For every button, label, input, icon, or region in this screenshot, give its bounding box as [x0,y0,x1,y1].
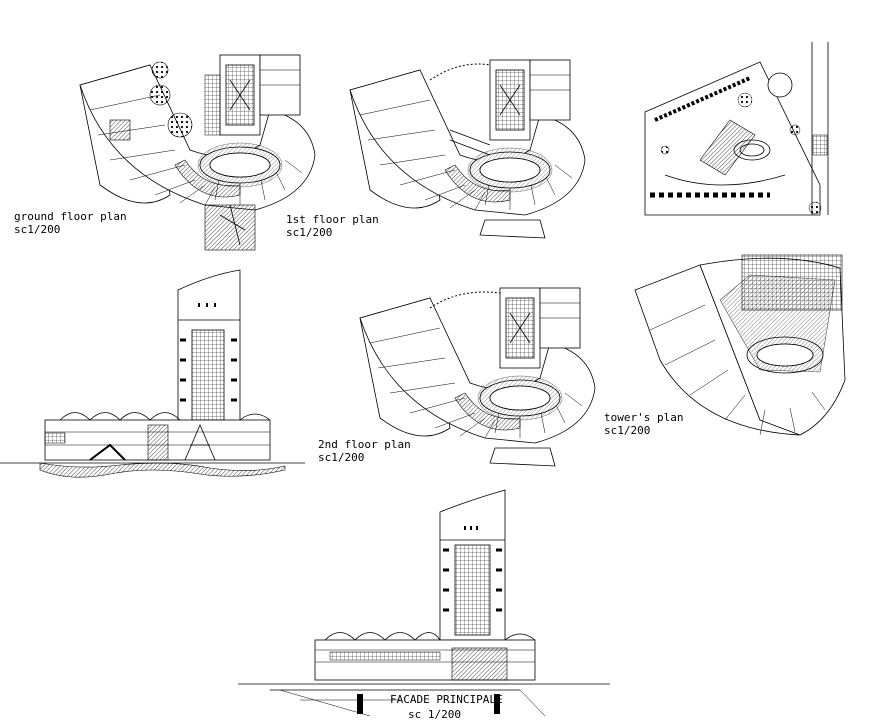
first-floor-scale: sc1/200 [286,226,332,239]
tower-plan-scale: sc1/200 [604,424,650,437]
side-elevation [0,269,305,478]
first-floor-title: 1st floor plan [286,213,379,226]
ground-floor-title: ground floor plan [14,210,127,223]
ground-floor-plan [79,54,316,251]
site-plan [644,42,829,216]
second-floor-scale: sc1/200 [318,451,364,464]
second-floor-plan [359,287,596,467]
first-floor-plan [349,59,586,239]
second-floor-title: 2nd floor plan [318,438,411,451]
facade-scale: sc 1/200 [408,708,461,721]
tower-plan-title: tower's plan [604,411,683,424]
ground-floor-scale: sc1/200 [14,223,60,236]
facade-title: FACADE PRINCIPALE [390,693,503,706]
tower-plan [634,254,846,436]
main-facade-elevation [238,489,610,717]
